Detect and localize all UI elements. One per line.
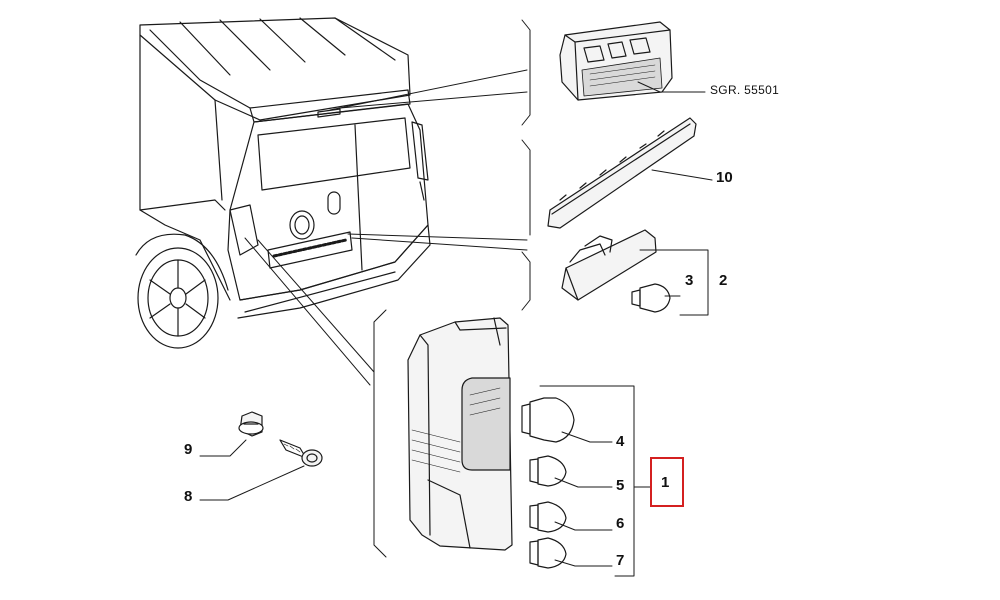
- van-rear-illustration: [135, 17, 431, 349]
- callout-6: 6: [616, 515, 625, 532]
- tail-light-bulbs: [521, 385, 651, 577]
- highlight-box: [650, 457, 684, 507]
- tail-light-assembly: [407, 317, 513, 551]
- group-brackets: [373, 19, 531, 558]
- callout-10: 10: [716, 169, 733, 186]
- callout-9: 9: [184, 441, 193, 458]
- callout-2: 2: [719, 272, 728, 289]
- callout-4: 4: [616, 433, 625, 450]
- fasteners: [199, 411, 323, 501]
- part-reference-label: SGR. 55501: [710, 83, 780, 97]
- callout-7: 7: [616, 552, 625, 569]
- callout-3: 3: [685, 272, 694, 289]
- leader-lines: [244, 69, 528, 386]
- callout-8: 8: [184, 488, 193, 505]
- third-brake-light-assembly: [559, 21, 706, 101]
- plate-lamp-assembly: [561, 229, 709, 316]
- callout-1: 1: [661, 474, 670, 491]
- callout-5: 5: [616, 477, 625, 494]
- spoiler-light-strip: [547, 117, 713, 229]
